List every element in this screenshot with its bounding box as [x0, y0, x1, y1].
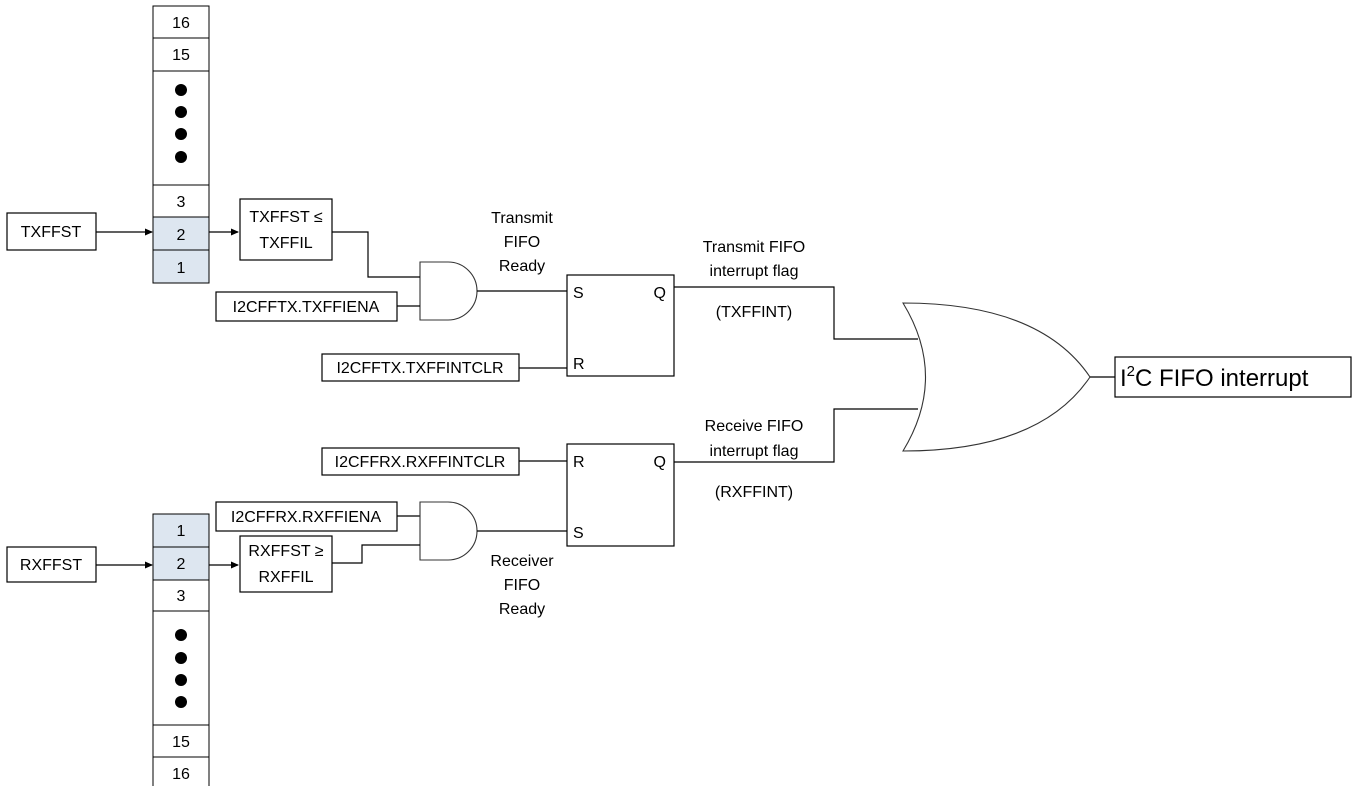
rx-and-gate — [419, 501, 478, 561]
tx-and-gate — [419, 261, 478, 321]
rx-cell-3 — [152, 579, 210, 612]
tx-ellipsis-dot — [175, 106, 187, 118]
or-gate — [902, 302, 1091, 452]
rx-ready-line1: Receiver — [490, 553, 554, 570]
rx-sr-flipflop — [566, 443, 675, 547]
rx-cell-1-label: 1 — [177, 523, 186, 540]
rx-ellipsis-dot — [175, 674, 187, 686]
rx-enable-label: I2CFFRX.RXFFIENA — [231, 509, 382, 526]
tx-ff-r: R — [573, 356, 585, 373]
tx-cell-16 — [152, 5, 210, 39]
rx-ellipsis-dot — [175, 652, 187, 664]
tx-flag-name: (TXFFINT) — [716, 304, 792, 321]
rx-flag-line1: Receive FIFO — [705, 418, 804, 435]
rx-ellipsis-dot — [175, 629, 187, 641]
tx-compare-box — [239, 198, 333, 261]
tx-ready-line3: Ready — [499, 258, 545, 275]
output-prefix: I — [1120, 365, 1127, 392]
rx-ff-q: Q — [654, 454, 666, 471]
txffst-box — [6, 212, 97, 251]
tx-ellipsis-dot — [175, 128, 187, 140]
rx-ff-s: S — [573, 525, 584, 542]
tx-compare-wire — [332, 231, 420, 278]
rx-ellipsis-dot — [175, 696, 187, 708]
tx-enable-label: I2CFFTX.TXFFIENA — [233, 299, 380, 316]
rx-flag-name: (RXFFINT) — [715, 484, 793, 501]
rxffst-box — [6, 546, 97, 583]
txffst-label: TXFFST — [21, 224, 82, 241]
tx-ready-line1: Transmit — [491, 210, 553, 227]
rx-q-wire — [674, 408, 918, 463]
tx-cell-1-label: 1 — [177, 260, 186, 277]
rx-cell-16-label: 16 — [172, 766, 190, 783]
tx-cell-16-label: 16 — [172, 15, 190, 32]
rx-cell-15-label: 15 — [172, 734, 190, 751]
tx-compare-line2: TXFFIL — [259, 235, 312, 252]
rx-cell-16 — [152, 756, 210, 786]
output-suffix: C FIFO interrupt — [1135, 365, 1309, 392]
rx-flag-line2: interrupt flag — [710, 443, 799, 460]
rx-ready-line3: Ready — [499, 601, 545, 618]
rx-cell-1 — [152, 513, 210, 548]
output-label: I2C FIFO interrupt — [1120, 363, 1309, 392]
tx-q-wire — [674, 286, 918, 340]
rx-cell-2-label: 2 — [177, 556, 186, 573]
tx-enable-box — [215, 291, 398, 322]
rx-ready-line2: FIFO — [504, 577, 540, 594]
rx-ff-r: R — [573, 454, 585, 471]
tx-cell-2-label: 2 — [177, 227, 186, 244]
output-superscript: 2 — [1127, 363, 1135, 380]
rx-fifo-stack: 1 2 3 15 16 — [152, 513, 210, 786]
tx-clear-box — [321, 353, 520, 382]
rx-enable-box — [215, 501, 398, 532]
tx-fifo-stack: 16 15 3 2 1 — [152, 5, 210, 284]
tx-cell-15-label: 15 — [172, 47, 190, 64]
tx-ready-line2: FIFO — [504, 234, 540, 251]
tx-cell-15 — [152, 37, 210, 72]
tx-ellipsis-dot — [175, 84, 187, 96]
tx-sr-flipflop — [566, 274, 675, 377]
tx-cell-3 — [152, 184, 210, 218]
tx-ff-q: Q — [654, 285, 666, 302]
rx-compare-line2: RXFFIL — [258, 569, 313, 586]
tx-ellipsis-dot — [175, 151, 187, 163]
output-box — [1114, 356, 1352, 398]
rxffst-label: RXFFST — [20, 557, 82, 574]
rx-cell-3-label: 3 — [177, 588, 186, 605]
rx-compare-box — [239, 535, 333, 593]
tx-cell-3-label: 3 — [177, 194, 186, 211]
rx-compare-wire — [332, 544, 420, 564]
tx-cell-1 — [152, 249, 210, 284]
rx-compare-line1: RXFFST ≥ — [248, 543, 323, 560]
rx-cell-15 — [152, 724, 210, 758]
tx-flag-line1: Transmit FIFO — [703, 239, 806, 256]
tx-compare-line1: TXFFST ≤ — [249, 209, 323, 226]
tx-clear-label: I2CFFTX.TXFFINTCLR — [336, 360, 503, 377]
rx-clear-label: I2CFFRX.RXFFINTCLR — [335, 454, 506, 471]
tx-flag-line2: interrupt flag — [710, 263, 799, 280]
tx-ff-s: S — [573, 285, 584, 302]
